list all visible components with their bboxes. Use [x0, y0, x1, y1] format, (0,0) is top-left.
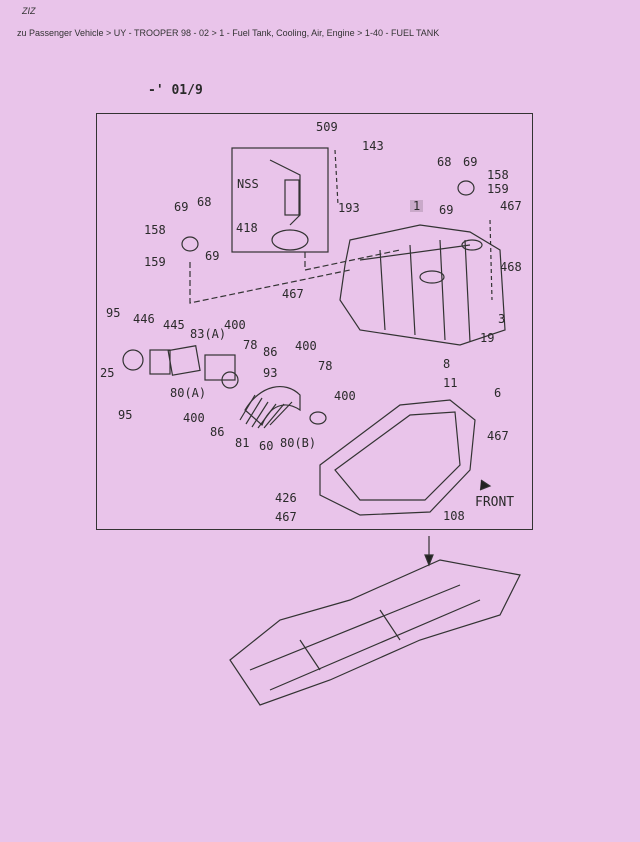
callout: 159: [144, 255, 166, 269]
parts-diagram-frame: [96, 113, 533, 530]
callout: 400: [183, 411, 205, 425]
callout: 445: [163, 318, 185, 332]
callout: 108: [443, 509, 465, 523]
pump-assembly-box: [231, 147, 329, 253]
front-arrow-icon: [479, 479, 492, 491]
callout: 68: [437, 155, 452, 169]
callout: 69: [174, 200, 189, 214]
callout: NSS: [237, 177, 259, 191]
breadcrumb: zu Passenger Vehicle > UY - TROOPER 98 -…: [17, 28, 440, 38]
callout: 78: [318, 359, 333, 373]
front-label: FRONT: [475, 495, 515, 510]
callout: 11: [443, 376, 458, 390]
callout: 95: [106, 306, 121, 320]
callout: 467: [487, 429, 509, 443]
callout: 80(A): [170, 386, 207, 400]
callout: 509: [316, 120, 338, 134]
callout: 193: [338, 201, 360, 215]
callout: 78: [243, 338, 258, 352]
callout: 68: [197, 195, 212, 209]
tank-protector: [319, 399, 476, 516]
diagram-code: -' 01/9: [148, 83, 203, 98]
callout: 69: [205, 249, 220, 263]
callout: 83(A): [190, 327, 227, 341]
callout: 81: [235, 436, 250, 450]
callout: 80(B): [280, 436, 317, 450]
callout: 143: [362, 139, 384, 153]
handwritten-note: ZIZ: [22, 6, 36, 16]
callout: 446: [133, 312, 155, 326]
callout: 158: [487, 168, 509, 182]
callout: 8: [443, 357, 451, 371]
callout: 93: [263, 366, 278, 380]
gasket: [271, 229, 309, 251]
callout: 159: [487, 182, 509, 196]
callout: 467: [275, 510, 297, 524]
callout: 25: [100, 366, 115, 380]
callout: 418: [236, 221, 258, 235]
callout: 95: [118, 408, 133, 422]
vehicle-frame: [229, 559, 521, 706]
callout: 400: [295, 339, 317, 353]
callout: 468: [500, 260, 522, 274]
callout: 86: [210, 425, 225, 439]
callout: 1: [410, 200, 424, 212]
fuel-tank: [339, 224, 506, 346]
filler-hose: [244, 386, 301, 427]
callout: 69: [439, 203, 454, 217]
callout: 400: [224, 318, 246, 332]
callout: 69: [463, 155, 478, 169]
callout: 60: [259, 439, 274, 453]
callout: 400: [334, 389, 356, 403]
callout: 19: [480, 331, 495, 345]
callout: 467: [282, 287, 304, 301]
callout: 3: [498, 312, 506, 326]
callout: 158: [144, 223, 166, 237]
callout: 6: [494, 386, 502, 400]
callout: 426: [275, 491, 297, 505]
callout: 86: [263, 345, 278, 359]
callout: 467: [500, 199, 522, 213]
